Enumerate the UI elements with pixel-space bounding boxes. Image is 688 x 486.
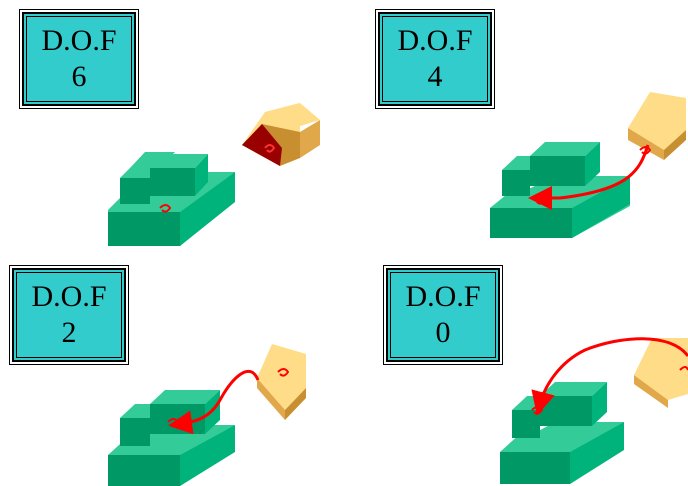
dof-value-1: 6 xyxy=(71,60,87,93)
dof-label-4: D.O.F xyxy=(405,280,481,313)
motion-arrow-4 xyxy=(531,337,688,416)
block-part-3 xyxy=(257,344,306,420)
base-part-2 xyxy=(490,142,630,238)
block-part-1 xyxy=(242,103,320,166)
dof-label-3: D.O.F xyxy=(31,280,107,313)
base-part-3 xyxy=(108,390,235,486)
dof-value-4: 0 xyxy=(435,316,451,349)
dof-value-2: 4 xyxy=(427,60,443,93)
dof-label-1: D.O.F xyxy=(41,24,117,57)
dof-box-3: D.O.F 2 xyxy=(9,265,129,365)
block-part-4 xyxy=(634,338,688,408)
motion-arrow-3 xyxy=(168,369,260,435)
base-part-1 xyxy=(108,152,235,246)
dof-label-2: D.O.F xyxy=(397,24,473,57)
base-part-4 xyxy=(500,382,624,484)
dof-box-1: D.O.F 6 xyxy=(19,9,139,109)
dof-value-3: 2 xyxy=(61,316,77,349)
dof-box-4: D.O.F 0 xyxy=(383,265,503,365)
block-part-2 xyxy=(628,92,686,160)
dof-box-2: D.O.F 4 xyxy=(375,9,495,109)
